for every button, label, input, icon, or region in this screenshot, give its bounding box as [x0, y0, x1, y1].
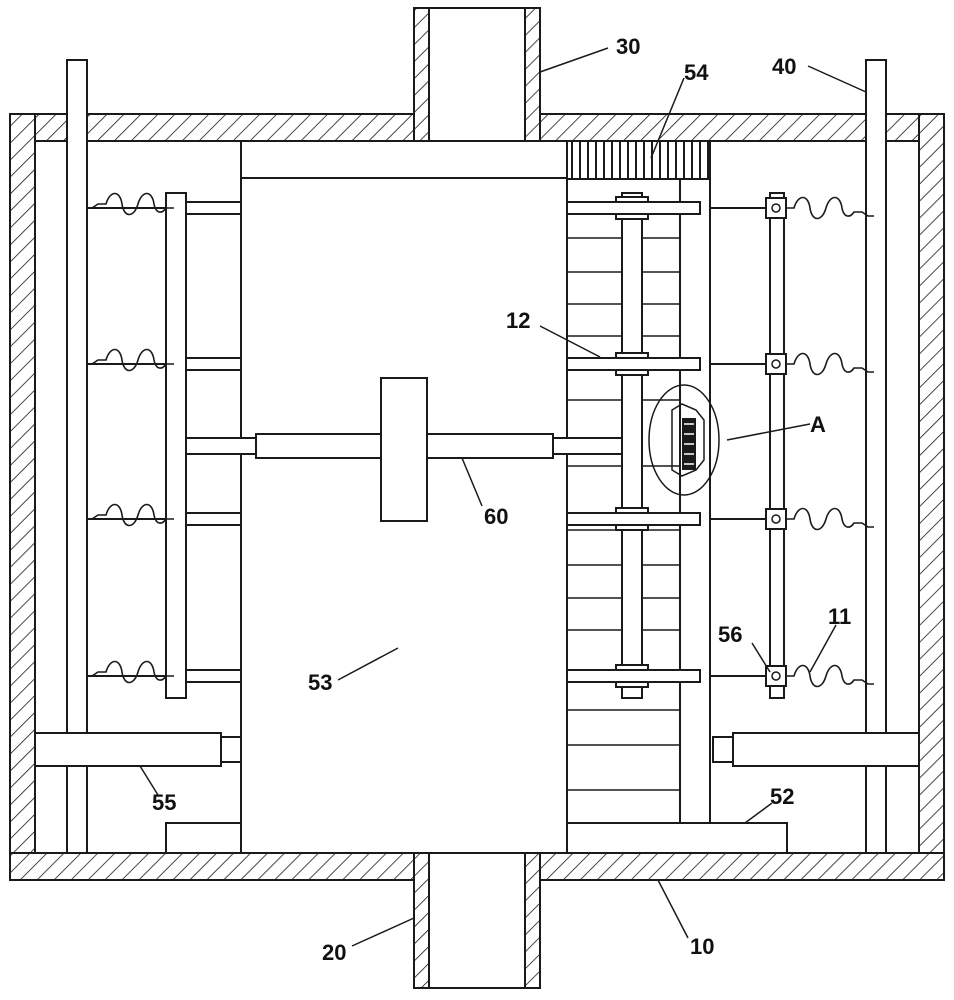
label-a: A — [810, 412, 826, 437]
left-springs — [91, 192, 174, 684]
right-plate-assembly — [765, 192, 787, 699]
label-55: 55 — [152, 790, 176, 815]
housing-walls — [9, 113, 945, 881]
label-60: 60 — [484, 504, 508, 529]
left-plate-assembly — [87, 192, 242, 699]
detail-a-ellipse — [648, 384, 720, 496]
label-40: 40 — [772, 54, 796, 79]
base-plates — [165, 822, 788, 854]
label-11: 11 — [828, 604, 851, 629]
label-54: 54 — [684, 60, 709, 85]
label-56: 56 — [718, 622, 742, 647]
label-30: 30 — [616, 34, 640, 59]
right-springs — [786, 196, 874, 688]
leader-lines — [139, 47, 867, 947]
label-52: 52 — [770, 784, 794, 809]
reference-labels: 30 54 40 12 A 60 53 56 11 55 52 10 20 — [152, 34, 851, 965]
center-right-plate-assembly — [566, 192, 768, 699]
label-53: 53 — [308, 670, 332, 695]
label-12: 12 — [506, 308, 530, 333]
toothed-strip — [566, 140, 711, 180]
vertical-rods — [66, 59, 887, 854]
horizontal-shaft — [185, 377, 623, 522]
label-10: 10 — [690, 934, 714, 959]
label-20: 20 — [322, 940, 346, 965]
bottom-pipe — [413, 852, 541, 989]
cylinders — [34, 732, 920, 767]
top-pipe — [413, 7, 541, 142]
